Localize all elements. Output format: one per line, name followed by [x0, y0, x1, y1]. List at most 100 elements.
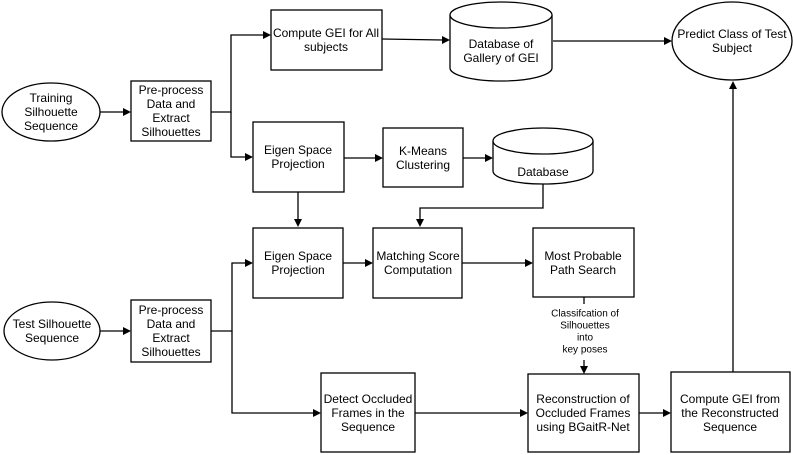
label-line: Data and [147, 317, 196, 331]
edge-preprocess-test-to-detect [231, 331, 314, 414]
label-line: Detect Occluded [324, 392, 413, 406]
label-line: Matching Score [376, 249, 460, 263]
label-line: using BGaitR-Net [536, 420, 630, 434]
arrowhead [485, 154, 493, 162]
label-line: Extract [152, 111, 190, 125]
arrowhead [375, 154, 383, 162]
arrowhead [416, 219, 424, 227]
arrowhead [525, 259, 533, 267]
label-line: Sequence [25, 331, 79, 345]
label-line: Silhouettes [560, 321, 609, 332]
label-line: Silhouettes [141, 345, 200, 359]
arrowhead [365, 259, 373, 267]
label-line: key poses [562, 345, 607, 356]
arrowhead [580, 366, 588, 374]
label-line: Database [517, 165, 569, 179]
arrowhead [313, 409, 321, 417]
label-line: Eigen Space [264, 249, 332, 263]
label-line: Compute GEI for All [273, 26, 379, 40]
arrowhead [123, 327, 131, 335]
label-line: Most Probable [544, 249, 622, 263]
label-line: Path Search [550, 263, 616, 277]
label-line: K-Means [399, 144, 447, 158]
label-line: Sequence [24, 119, 78, 133]
label-line: Reconstruction of [536, 392, 630, 406]
label-line: Projection [271, 263, 324, 277]
arrowhead [245, 259, 253, 267]
label-line: into [577, 333, 594, 344]
label-line: Subject [712, 41, 753, 55]
label-line: Silhouettes [141, 125, 200, 139]
edge-preprocess-to-eigen-train [230, 112, 246, 158]
label-line: Sequence [703, 420, 757, 434]
node-database-label: Database [517, 165, 569, 179]
label-line: Data and [147, 97, 196, 111]
edge-database-to-matching [419, 183, 544, 220]
label-line: the Reconstructed [681, 406, 778, 420]
arrowhead [664, 37, 672, 45]
label-line: Computation [384, 263, 452, 277]
label-line: Gallery of GEI [463, 51, 538, 65]
label-line: Pre-process [139, 303, 204, 317]
label-line: Compute GEI from [680, 392, 780, 406]
label-line: Database of [469, 37, 534, 51]
label-line: Extract [152, 331, 190, 345]
label-line: Clustering [396, 158, 450, 172]
label-line: Occluded Frames [536, 406, 631, 420]
node-database: Database [492, 127, 594, 185]
arrowhead [245, 153, 253, 161]
arrowhead [663, 409, 671, 417]
label-line: Silhouette [24, 105, 78, 119]
label-line: Frames in the [331, 406, 405, 420]
arrowhead [442, 36, 450, 44]
label-line: Eigen Space [264, 143, 332, 157]
arrowhead [123, 108, 131, 116]
label-line: Classifcation of [551, 309, 619, 320]
arrowhead [729, 81, 737, 89]
label-line: Training [30, 91, 73, 105]
arrowhead [520, 409, 528, 417]
edges [100, 31, 737, 417]
label-line: Pre-process [139, 83, 204, 97]
edge-compute-gei-to-gallery-db [381, 38, 444, 41]
label-line: subjects [304, 40, 348, 54]
label-line: Projection [271, 157, 324, 171]
edge-preprocess-to-compute-gei [211, 34, 264, 113]
arrowhead [294, 219, 302, 227]
label-line: Sequence [341, 420, 395, 434]
